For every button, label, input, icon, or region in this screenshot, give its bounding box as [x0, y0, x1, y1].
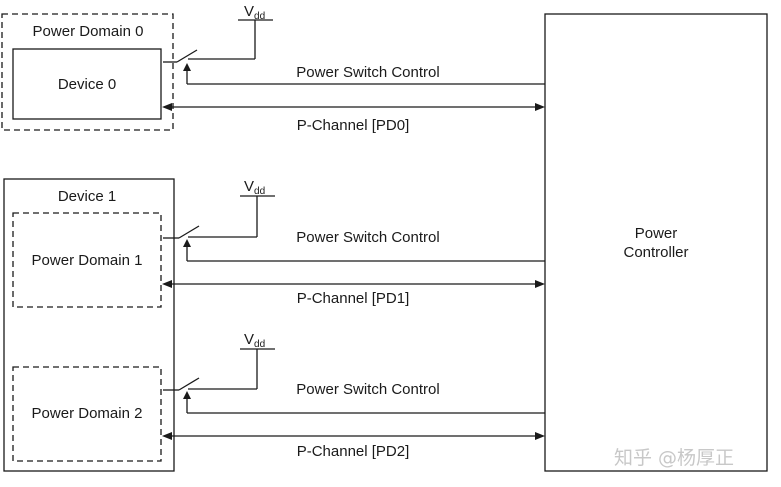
power-domain-0-label: Power Domain 0: [33, 23, 144, 40]
power-controller-label-line2: Controller: [623, 244, 688, 261]
p-channel-pd1-label: P-Channel [PD1]: [297, 290, 410, 307]
power-domain-0-boundary: [1, 13, 174, 131]
power-controller-label-line1: Power: [635, 225, 678, 242]
power-domain-1-boundary: [12, 212, 162, 308]
power-switch-control-2-label: Power Switch Control: [296, 381, 439, 398]
power-domain-2-boundary: [12, 366, 162, 462]
vdd-2-label: Vdd: [244, 331, 265, 350]
p-channel-pd2-arrow: [162, 432, 545, 440]
power-domain-2-label: Power Domain 2: [32, 405, 143, 422]
vdd-1-label: Vdd: [244, 178, 265, 197]
device-0-box: [12, 48, 162, 120]
p-channel-pd1-arrow: [162, 280, 545, 288]
power-switch-control-1-label: Power Switch Control: [296, 229, 439, 246]
device-1-box: [3, 178, 175, 472]
power-switch-1: [163, 195, 545, 262]
device-1-label: Device 1: [58, 188, 116, 205]
power-controller-box: [544, 13, 768, 472]
p-channel-pd0-label: P-Channel [PD0]: [297, 117, 410, 134]
watermark: 知乎 @杨厚正: [614, 447, 734, 469]
p-channel-pd0-arrow: [162, 103, 545, 111]
power-switch-control-0-label: Power Switch Control: [296, 64, 439, 81]
power-domain-1-label: Power Domain 1: [32, 252, 143, 269]
power-switch-2: [163, 348, 545, 414]
p-channel-pd2-label: P-Channel [PD2]: [297, 443, 410, 460]
vdd-0-label: Vdd: [244, 3, 265, 22]
power-switch-0: [163, 19, 545, 85]
device-0-label: Device 0: [58, 76, 116, 93]
